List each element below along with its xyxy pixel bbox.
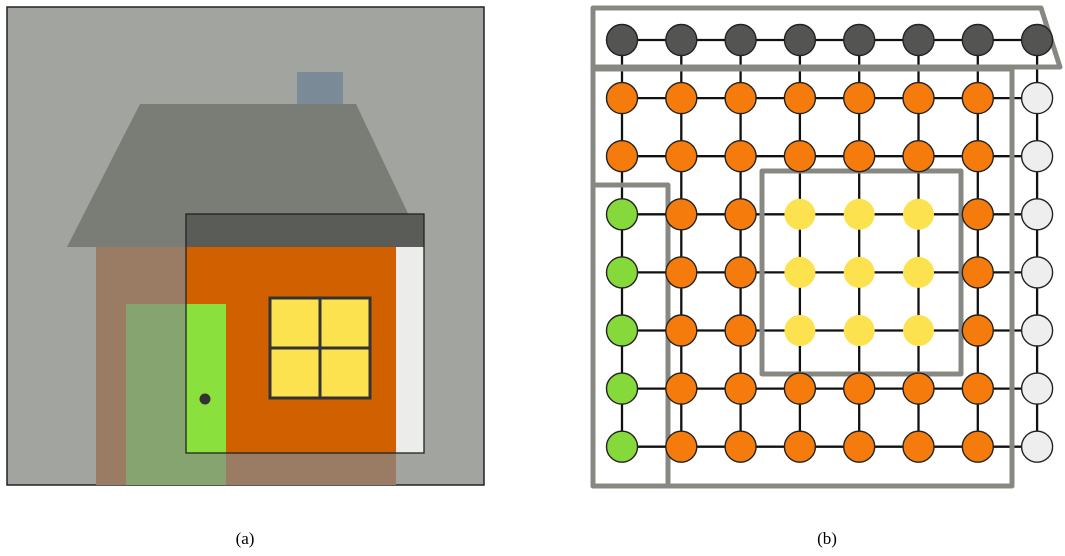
node-orange xyxy=(665,198,698,231)
node-orange xyxy=(902,372,935,405)
node-dark xyxy=(902,23,935,57)
house-roof xyxy=(67,104,424,247)
node-orange xyxy=(843,81,876,115)
node-orange xyxy=(724,372,757,405)
node-orange xyxy=(783,81,817,115)
node-orange xyxy=(783,430,817,463)
node-orange xyxy=(961,314,994,347)
node-green xyxy=(605,314,639,347)
node-orange xyxy=(902,81,935,115)
node-yellow xyxy=(903,198,934,230)
overlay-roof-section xyxy=(186,214,424,247)
overlay-outline xyxy=(185,213,425,454)
node-orange xyxy=(902,430,935,463)
node-yellow xyxy=(843,315,875,346)
node-orange xyxy=(665,430,698,463)
house-illustration xyxy=(6,6,485,486)
node-dark xyxy=(1020,23,1054,57)
node-orange xyxy=(665,256,698,289)
node-orange xyxy=(724,314,757,347)
node-yellow xyxy=(843,198,875,230)
highlight-overlay xyxy=(185,213,425,454)
node-orange xyxy=(843,139,876,173)
node-orange xyxy=(961,139,994,173)
node-dark xyxy=(843,23,876,57)
node-yellow xyxy=(903,315,934,346)
node-white xyxy=(1020,430,1054,463)
node-orange xyxy=(961,198,994,231)
caption-b: (b) xyxy=(817,529,837,548)
node-dark xyxy=(605,23,639,57)
node-white xyxy=(1020,198,1054,231)
house-window xyxy=(268,296,372,400)
node-yellow xyxy=(784,256,816,288)
node-orange xyxy=(961,372,994,405)
node-orange xyxy=(665,314,698,347)
grid-nodes xyxy=(605,23,1054,463)
node-orange xyxy=(961,256,994,289)
node-yellow xyxy=(903,256,934,288)
node-orange xyxy=(665,139,698,173)
caption-a: (a) xyxy=(235,529,255,548)
node-orange xyxy=(961,81,994,115)
node-green xyxy=(605,256,639,289)
node-dark xyxy=(961,23,994,57)
node-green xyxy=(605,372,639,405)
node-orange xyxy=(783,139,817,173)
node-white xyxy=(1020,256,1054,289)
group-frames xyxy=(590,5,1063,489)
node-dark xyxy=(724,23,757,57)
node-grid-graph xyxy=(590,5,1063,489)
node-dark xyxy=(783,23,817,57)
door-knob xyxy=(199,393,211,405)
node-green xyxy=(605,430,639,463)
node-orange xyxy=(605,81,639,115)
node-orange xyxy=(843,372,876,405)
top-row-frame xyxy=(590,5,1063,70)
node-orange xyxy=(665,372,698,405)
node-orange xyxy=(724,139,757,173)
overlay-door-section xyxy=(186,304,226,453)
node-orange xyxy=(724,430,757,463)
node-orange xyxy=(724,198,757,231)
node-white xyxy=(1020,372,1054,405)
node-orange xyxy=(961,430,994,463)
node-white xyxy=(1020,314,1054,347)
node-orange xyxy=(605,139,639,173)
node-dark xyxy=(665,23,698,57)
node-orange xyxy=(843,430,876,463)
node-green xyxy=(605,198,639,231)
overlay-side-strip xyxy=(396,247,424,453)
node-white xyxy=(1020,81,1054,115)
left-column-frame xyxy=(590,182,671,489)
node-orange xyxy=(783,372,817,405)
node-yellow xyxy=(784,315,816,346)
node-orange xyxy=(665,81,698,115)
node-orange xyxy=(902,139,935,173)
node-orange xyxy=(724,256,757,289)
node-white xyxy=(1020,139,1054,173)
node-yellow xyxy=(843,256,875,288)
node-orange xyxy=(724,81,757,115)
node-yellow xyxy=(784,198,816,230)
